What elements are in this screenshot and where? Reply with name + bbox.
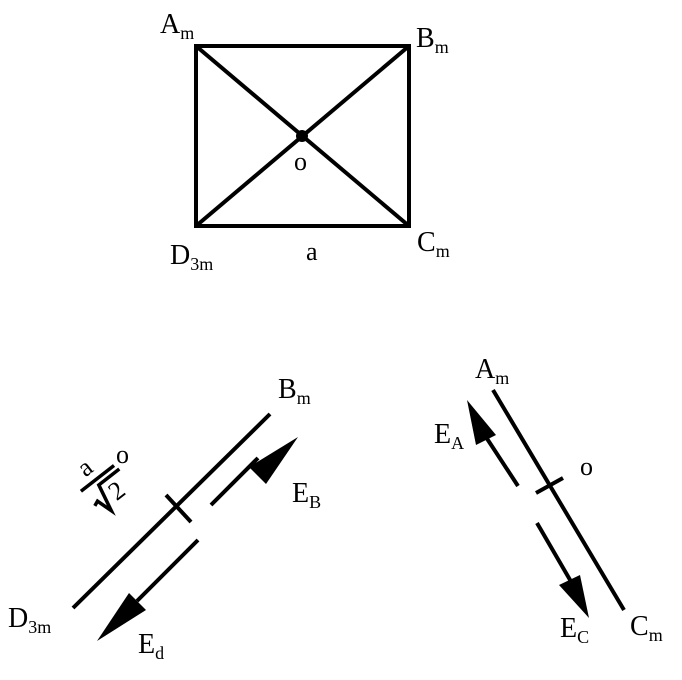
arrow-ea-shaft (482, 432, 520, 488)
corner-d-label: D3m (170, 240, 213, 274)
side-length-label: a (306, 237, 318, 266)
field-ed-label: Ed (138, 629, 164, 663)
point-c-label: Cm (630, 611, 663, 645)
point-b-label: Bm (278, 374, 311, 408)
arrow-ed-shaft (135, 538, 200, 603)
center-label: o (294, 147, 307, 176)
corner-c-label: Cm (417, 227, 450, 261)
field-ec-label: EC (560, 613, 589, 647)
center-dot (296, 130, 308, 142)
square-figure: Am Bm Cm D3m o a (160, 9, 450, 274)
corner-a-label: Am (160, 9, 194, 43)
midpoint-tick-right (535, 476, 564, 495)
arrow-eb-shaft (209, 456, 260, 507)
arrow-ec-shaft (535, 521, 575, 587)
line-b-d (71, 412, 272, 610)
square-outline (194, 44, 411, 228)
arrow-ed-head (97, 593, 146, 641)
arrow-ec-head (559, 575, 589, 618)
fraction-bar (79, 464, 116, 493)
corner-b-label: Bm (416, 23, 449, 57)
midpoint-tick (164, 493, 193, 524)
field-eb-label: EB (292, 478, 321, 512)
arrow-eb-head (249, 437, 298, 484)
center-label-left: o (116, 440, 129, 469)
sqrt-sign (93, 467, 121, 516)
line-a-c (491, 388, 626, 612)
arrow-ea-head (467, 400, 496, 445)
point-d-label: D3m (8, 603, 51, 637)
field-ea-label: EA (434, 419, 464, 453)
left-field-figure: Bm D3m o EB Ed a 2 (8, 374, 321, 663)
center-label-right: o (580, 452, 593, 481)
point-a-label: Am (475, 354, 509, 388)
distance-numerator: a (71, 452, 98, 482)
right-field-figure: Am Cm o EA EC (434, 354, 663, 647)
